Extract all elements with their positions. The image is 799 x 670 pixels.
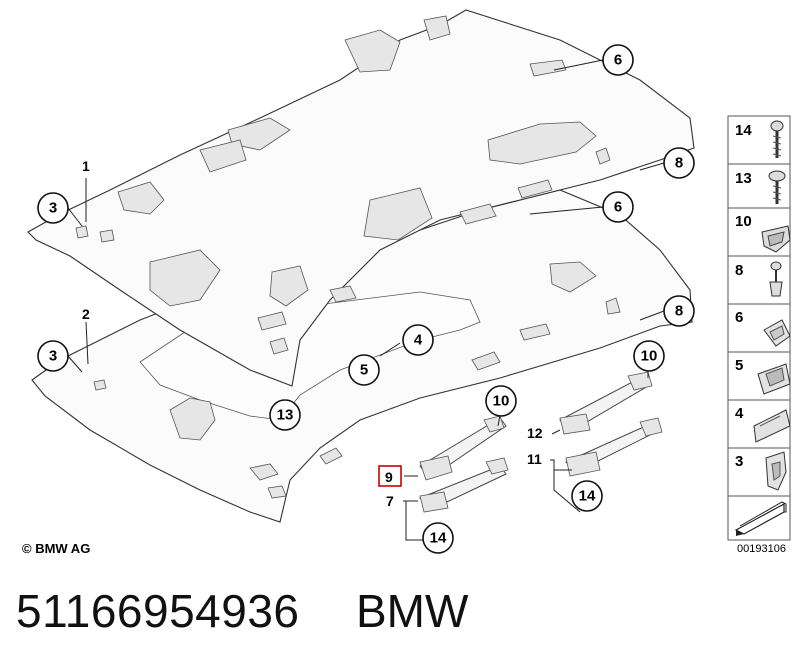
retainer-icon xyxy=(753,409,791,443)
legend-8: 8 xyxy=(727,255,791,305)
svg-text:4: 4 xyxy=(735,405,744,422)
callout-3a: 3 xyxy=(37,192,69,224)
legend-3: 3 xyxy=(727,447,791,497)
label-1: 1 xyxy=(82,158,90,174)
callout-9-highlighted: 9 xyxy=(378,465,402,487)
highlight-box xyxy=(378,465,402,487)
callout-10a: 10 xyxy=(485,385,517,417)
leader-lines xyxy=(67,59,665,541)
svg-text:6: 6 xyxy=(614,52,622,69)
screw-icon xyxy=(770,120,784,158)
legend-5: 5 xyxy=(727,351,791,401)
svg-text:14: 14 xyxy=(735,122,752,139)
legend-14: 14 xyxy=(727,115,791,165)
callout-14b: 14 xyxy=(571,480,603,512)
callout-6a: 6 xyxy=(602,44,634,76)
wedge-arrow-icon xyxy=(734,501,787,536)
holder-icon xyxy=(757,363,791,395)
svg-text:13: 13 xyxy=(735,170,752,187)
label-11: 11 xyxy=(527,451,542,467)
legend-arrow xyxy=(727,495,791,541)
callout-8a: 8 xyxy=(663,147,695,179)
grab-handle-12 xyxy=(559,371,653,435)
svg-text:3: 3 xyxy=(735,453,743,470)
parts-diagram: .hl { fill:#fbfbfb; stroke:#333; stroke-… xyxy=(27,9,791,554)
svg-text:6: 6 xyxy=(614,199,622,216)
svg-text:14: 14 xyxy=(579,488,596,505)
callout-14a: 14 xyxy=(422,522,454,554)
legend-4: 4 xyxy=(727,399,791,449)
label-12: 12 xyxy=(527,425,543,441)
clip-icon xyxy=(765,451,787,491)
legend-6: 6 xyxy=(727,303,791,353)
label-2: 2 xyxy=(82,306,90,322)
svg-text:5: 5 xyxy=(735,357,743,374)
screw-icon xyxy=(768,170,786,204)
callout-10b: 10 xyxy=(633,340,665,372)
clip-icon xyxy=(761,225,791,253)
rivet-icon xyxy=(769,261,783,297)
svg-text:5: 5 xyxy=(360,362,368,379)
svg-text:9: 9 xyxy=(385,469,393,485)
callout-8b: 8 xyxy=(663,295,695,327)
svg-text:3: 3 xyxy=(49,348,57,365)
svg-text:14: 14 xyxy=(430,530,447,547)
part-number: 51166954936 xyxy=(16,585,300,637)
callout-4: 4 xyxy=(402,324,434,356)
svg-text:8: 8 xyxy=(675,303,683,320)
svg-text:10: 10 xyxy=(493,393,510,410)
bracket-icon xyxy=(763,319,791,347)
brand-name: BMW xyxy=(356,585,469,637)
legend-10: 10 xyxy=(727,207,791,257)
svg-text:4: 4 xyxy=(414,332,423,349)
grab-handle-7 xyxy=(419,457,509,513)
svg-text:8: 8 xyxy=(735,262,743,279)
svg-text:10: 10 xyxy=(735,213,752,230)
svg-text:8: 8 xyxy=(675,155,683,172)
svg-text:13: 13 xyxy=(277,407,294,424)
callout-6b: 6 xyxy=(602,191,634,223)
copyright-notice: © BMW AG xyxy=(22,541,91,556)
grab-handle-11 xyxy=(565,417,663,477)
document-id: 00193106 xyxy=(737,543,786,555)
legend-13: 13 xyxy=(727,163,791,209)
svg-text:3: 3 xyxy=(49,200,57,217)
headliner-upper xyxy=(27,9,695,387)
svg-text:10: 10 xyxy=(641,348,658,365)
label-7: 7 xyxy=(386,493,394,509)
callout-3b: 3 xyxy=(37,340,69,372)
callout-13: 13 xyxy=(269,399,301,431)
svg-text:6: 6 xyxy=(735,309,743,326)
callout-5: 5 xyxy=(348,354,380,386)
